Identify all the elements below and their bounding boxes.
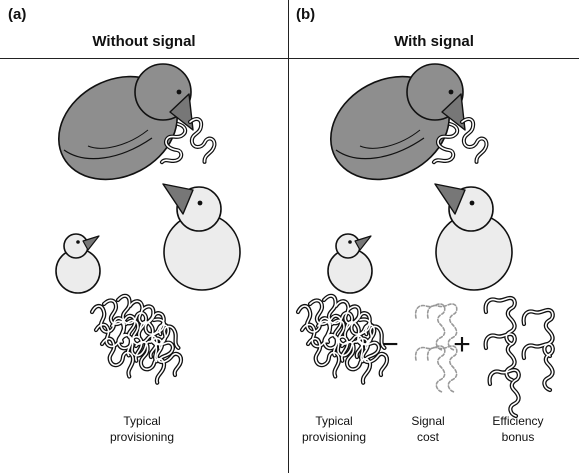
panel-divider bbox=[288, 0, 289, 473]
panel-a-title: Without signal bbox=[92, 33, 196, 50]
panel-b-worm-pile bbox=[298, 294, 389, 383]
panel-a-small-chick bbox=[55, 233, 101, 294]
signal-cost-worms bbox=[414, 303, 458, 393]
plus-operator: + bbox=[453, 328, 471, 361]
minus-operator: − bbox=[381, 328, 399, 361]
panel-b-adult-bird bbox=[313, 57, 494, 200]
panel-b-caption-signal-cost: Signal cost bbox=[411, 414, 445, 444]
panel-a-caption-typical-provisioning: Typical provisioning bbox=[109, 414, 175, 444]
panel-a-adult-bird bbox=[41, 57, 222, 200]
panel-b-caption-typical-provisioning: Typical provisioning bbox=[301, 414, 367, 444]
panel-a-worm-pile bbox=[92, 294, 183, 383]
panel-b-large-chick bbox=[434, 183, 513, 291]
panel-b-caption-efficiency-bonus: Efficiency bonus bbox=[492, 414, 544, 444]
panel-b-label: (b) bbox=[296, 6, 316, 23]
panel-b-small-chick bbox=[327, 233, 373, 294]
header-divider bbox=[0, 58, 579, 59]
efficiency-bonus-worms bbox=[486, 298, 553, 416]
panel-a-label: (a) bbox=[8, 6, 27, 23]
panel-b-title: With signal bbox=[394, 33, 474, 50]
panel-a-large-chick bbox=[162, 183, 241, 291]
